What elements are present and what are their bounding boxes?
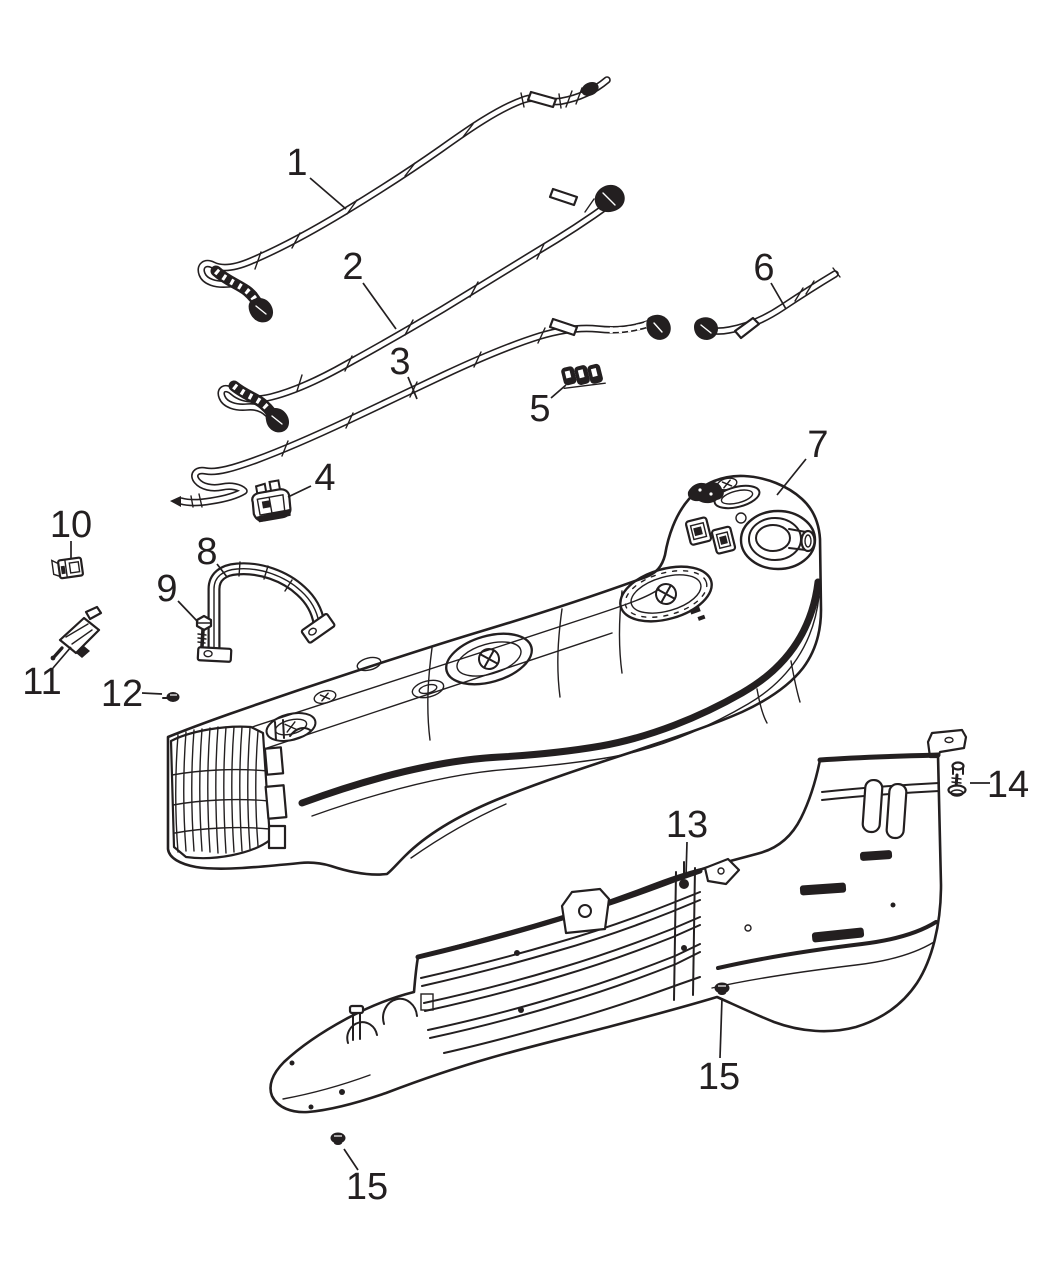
line-retainer-clip-5-drawing <box>561 363 606 389</box>
fuel-line-3-drawing <box>170 314 671 508</box>
callout-leader-line <box>770 282 787 310</box>
retainer-clip-10-drawing <box>50 556 84 580</box>
callout-leader-line <box>309 177 347 210</box>
vent-hose-6-drawing <box>694 267 841 340</box>
end-nipple <box>170 496 181 507</box>
skid-plate-13-drawing <box>269 728 968 1114</box>
callout-number: 6 <box>753 247 774 289</box>
callout-leader-line <box>216 563 228 578</box>
canister-drawing <box>169 719 311 860</box>
fuel-line-1-drawing <box>197 76 611 323</box>
callout-leader-line <box>141 692 163 695</box>
vapor-ring <box>713 484 761 510</box>
callout-13[interactable]: 13 <box>666 804 708 877</box>
cover-tiny <box>313 689 337 705</box>
fuel-line-2-drawing <box>217 184 625 433</box>
end-cap <box>594 184 625 213</box>
callout-leader-line <box>343 1148 359 1171</box>
branch-tag <box>548 317 579 337</box>
callout-10[interactable]: 10 <box>50 504 92 559</box>
callout-number: 2 <box>342 246 363 288</box>
callout-3[interactable]: 3 <box>389 341 418 400</box>
callout-6[interactable]: 6 <box>753 247 787 310</box>
callout-leader-line <box>52 646 72 669</box>
callout-4[interactable]: 4 <box>287 457 336 499</box>
filler-boss <box>739 509 817 571</box>
pump-cover-left <box>445 632 533 686</box>
cover-small <box>265 712 317 742</box>
callout-8[interactable]: 8 <box>196 531 228 578</box>
pump-cover-right <box>619 565 713 623</box>
callout-number: 3 <box>389 341 410 383</box>
callout-number: 5 <box>529 388 550 430</box>
tank-strap-8-drawing <box>196 561 336 663</box>
callout-2[interactable]: 2 <box>342 246 397 330</box>
callout-number: 14 <box>987 764 1029 806</box>
end-fitting <box>190 493 203 508</box>
callout-leader-line <box>287 485 312 498</box>
skid-plate-bolt-14-drawing <box>947 761 967 797</box>
callout-leader-line <box>362 282 397 330</box>
callout-7[interactable]: 7 <box>776 424 829 496</box>
strap-bolt-9-drawing <box>195 614 213 648</box>
callout-leader-line <box>550 384 567 399</box>
callout-12[interactable]: 12 <box>101 673 163 715</box>
callout-number: 11 <box>22 661 61 703</box>
callout-number: 8 <box>196 531 217 573</box>
branch-tag <box>733 316 761 340</box>
callout-number: 12 <box>101 673 143 715</box>
callout-14[interactable]: 14 <box>970 764 1029 806</box>
callout-5[interactable]: 5 <box>529 384 567 430</box>
push-pin-12-drawing <box>162 692 180 702</box>
push-pin-15-left-drawing <box>330 1132 346 1145</box>
callout-number: 10 <box>50 504 92 546</box>
callout-leader-line <box>177 600 199 623</box>
branch-tag <box>526 90 558 109</box>
fuel-tank-7-drawing <box>166 474 823 876</box>
callout-11[interactable]: 11 <box>22 646 72 703</box>
connector-pad-right <box>710 525 737 555</box>
branch-tag <box>548 187 579 207</box>
callout-number: 15 <box>698 1056 740 1098</box>
callout-number: 15 <box>346 1166 388 1208</box>
dark-band <box>581 81 599 97</box>
callout-15-2[interactable]: 15 <box>343 1148 388 1208</box>
callout-leader-line <box>719 997 723 1059</box>
pressure-sensor-11-drawing <box>50 605 103 661</box>
callout-number: 4 <box>314 457 335 499</box>
callout-15[interactable]: 15 <box>698 997 740 1098</box>
callout-leader-line <box>776 458 807 496</box>
callout-number: 7 <box>807 424 828 466</box>
callout-number: 1 <box>286 142 307 184</box>
push-pin-15-right-drawing <box>714 982 730 995</box>
callout-number: 13 <box>666 804 708 846</box>
line-retainer-clip-4-drawing <box>251 479 292 523</box>
callout-number: 9 <box>156 568 177 610</box>
connector-pad-left <box>684 516 713 546</box>
callout-9[interactable]: 9 <box>156 568 199 623</box>
callout-1[interactable]: 1 <box>286 142 347 210</box>
rollover-valve <box>687 482 724 504</box>
callout-leader-line <box>685 841 688 877</box>
callout-leader-line <box>407 376 418 400</box>
